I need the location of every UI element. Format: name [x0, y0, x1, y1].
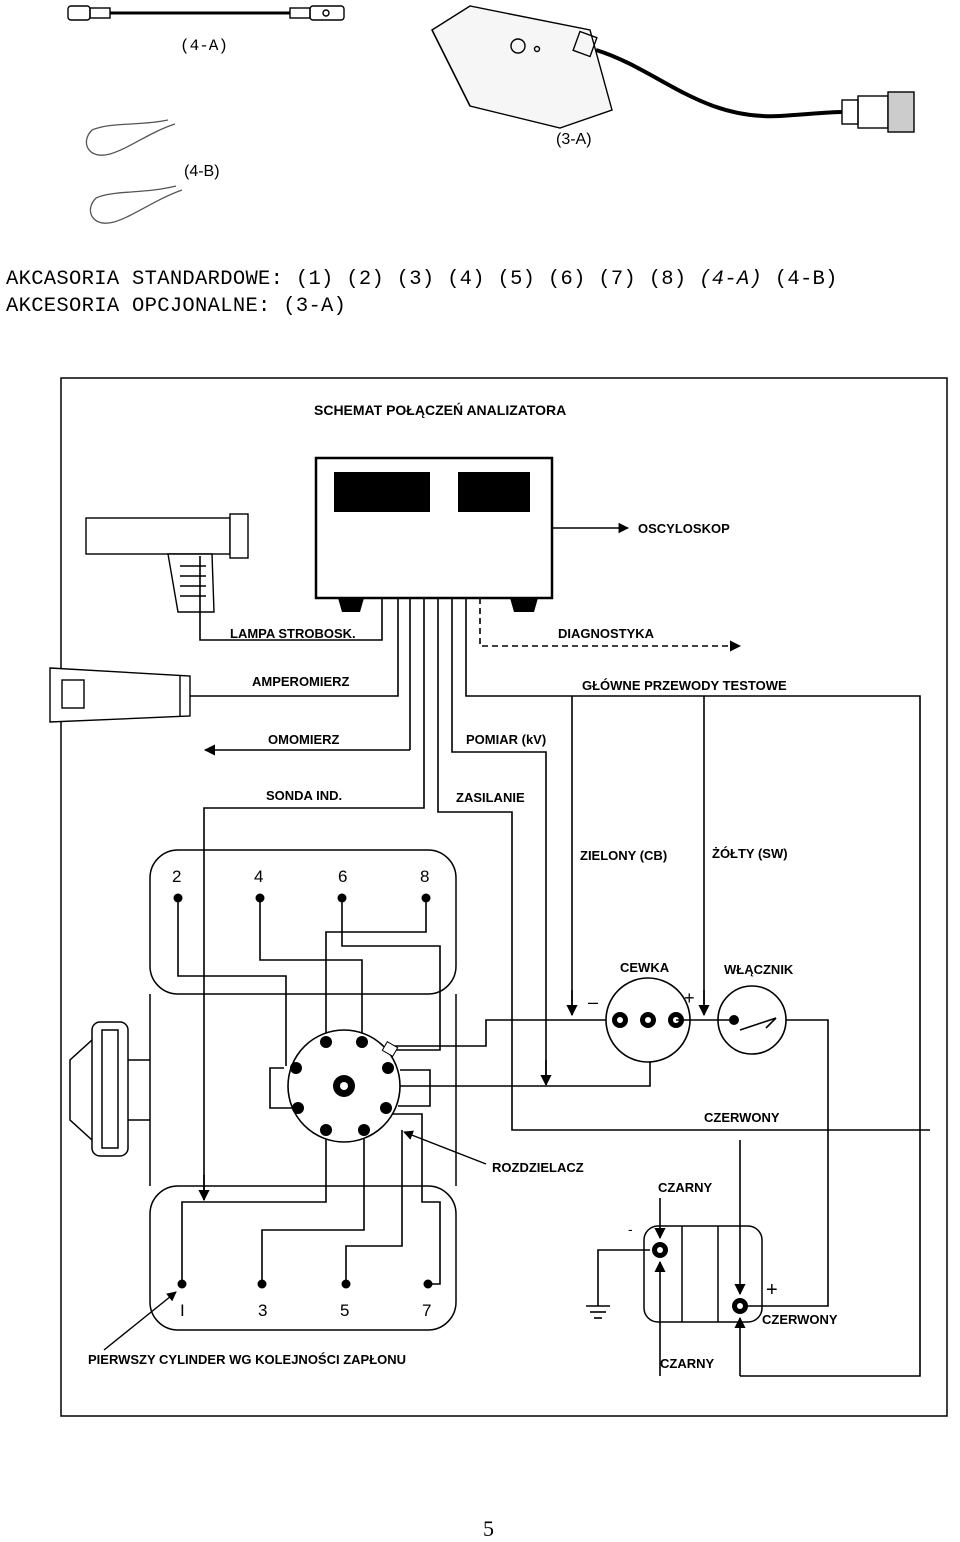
label-lampa: LAMPA STROBOSK.	[230, 626, 356, 641]
cyl-label: 5	[340, 1301, 349, 1320]
label-4b: (4-B)	[184, 163, 220, 180]
cyl-label: 4	[254, 867, 263, 886]
spark-plug-dots	[173, 893, 433, 1289]
label-czerwony-top: CZERWONY	[704, 1110, 780, 1125]
label-zolty: ŻÓŁTY (SW)	[712, 846, 788, 861]
label-omomierz: OMOMIERZ	[268, 732, 340, 747]
label-sonda: SONDA IND.	[266, 788, 342, 803]
engine-outline	[69, 849, 457, 1331]
battery-plus: +	[766, 1279, 778, 1301]
coil-plus: +	[684, 988, 695, 1008]
battery-minus: -	[628, 1221, 633, 1237]
cable-4a-drawing	[67, 5, 345, 21]
label-diagnostyka: DIAGNOSTYKA	[558, 626, 655, 641]
distributor	[287, 1029, 401, 1143]
strobe-lamp-drawing	[85, 513, 249, 613]
label-zasilanie: ZASILANIE	[456, 790, 525, 805]
ignition-coil	[605, 977, 691, 1063]
clips-4b-drawing	[85, 119, 183, 224]
analyzer-display-right	[458, 472, 530, 512]
cyl-label: 7	[422, 1301, 431, 1320]
diagram-title: SCHEMAT POŁĄCZEŃ ANALIZATORA	[314, 402, 566, 418]
cyl-label: 8	[420, 867, 429, 886]
standard-accessories-line: AKCASORIA STANDARDOWE: (1) (2) (3) (4) (…	[6, 268, 838, 291]
coil-minus: –	[588, 992, 598, 1012]
standard-accessories-suffix: (4-B)	[762, 268, 838, 291]
label-cewka: CEWKA	[620, 960, 670, 975]
label-czarny-bottom: CZARNY	[660, 1356, 714, 1371]
amperomierz-clamp-drawing	[49, 667, 191, 723]
analyzer-wires	[190, 556, 930, 1377]
label-amperomierz: AMPEROMIERZ	[252, 674, 350, 689]
standard-accessories-italic: (4-A)	[699, 268, 763, 291]
rozdzielacz-pointer	[403, 1130, 487, 1165]
diagram-frame	[60, 377, 948, 1417]
first-cylinder-pointer	[103, 1291, 177, 1351]
analyzer-display-left	[334, 472, 430, 512]
analyzer-unit	[314, 456, 554, 612]
label-4a: (4-A)	[180, 37, 228, 55]
label-pierwszy-cylinder: PIERWSZY CYLINDER WG KOLEJNOŚCI ZAPŁONU	[88, 1352, 406, 1367]
diagnostyka-dashed-line	[479, 598, 742, 652]
cylinder-numbers-bottom: I 3 5 7	[180, 1301, 431, 1320]
page-number: 5	[483, 1516, 494, 1541]
label-3a: (3-A)	[556, 131, 592, 148]
cyl-label: I	[180, 1301, 185, 1320]
standard-accessories-text: AKCASORIA STANDARDOWE: (1) (2) (3) (4) (…	[6, 268, 700, 291]
label-wlacznik: WŁĄCZNIK	[724, 962, 794, 977]
cyl-label: 3	[258, 1301, 267, 1320]
cylinder-numbers-top: 2 4 6 8	[172, 867, 429, 886]
battery	[643, 1225, 763, 1323]
label-pomiar: POMIAR (kV)	[466, 732, 546, 747]
label-oscyloskop: OSCYLOSKOP	[638, 521, 730, 536]
optional-accessories-line: AKCESORIA OPCJONALNE: (3-A)	[6, 295, 347, 318]
label-czerwony-bottom: CZERWONY	[762, 1312, 838, 1327]
label-czarny-top: CZARNY	[658, 1180, 712, 1195]
label-rozdzielacz: ROZDZIELACZ	[492, 1160, 584, 1175]
cyl-label: 6	[338, 867, 347, 886]
label-glowne: GŁÓWNE PRZEWODY TESTOWE	[582, 678, 787, 693]
pickup-3a-drawing	[431, 5, 915, 133]
spark-plug-wires	[177, 898, 651, 1285]
cyl-label: 2	[172, 867, 181, 886]
label-zielony: ZIELONY (CB)	[580, 848, 667, 863]
